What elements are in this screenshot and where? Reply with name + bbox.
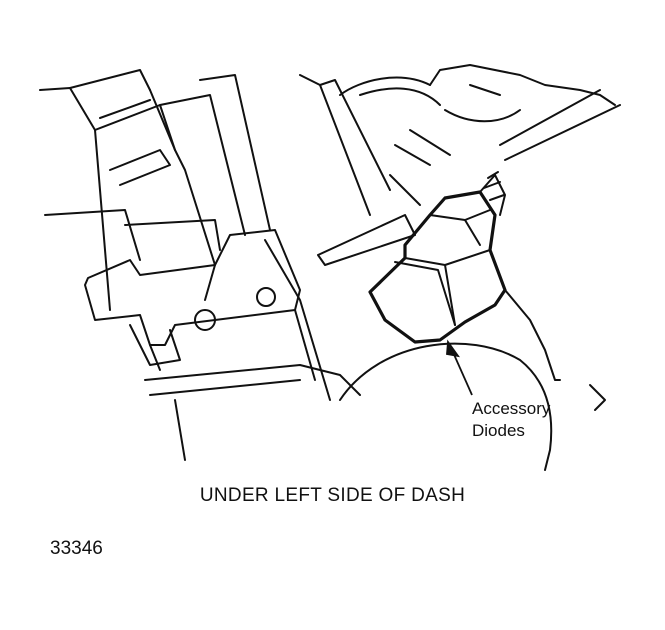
- mounting-hole-right: [256, 287, 276, 307]
- bracket-tab: [317, 214, 416, 266]
- mounting-plate: [84, 229, 301, 371]
- lower-cover: [339, 289, 606, 471]
- callout-label-accessory: Accessory: [472, 399, 551, 418]
- leader-arrow: [446, 339, 473, 396]
- column-bracket: [39, 69, 271, 311]
- dash-panel: [144, 239, 361, 461]
- mounting-hole-left: [194, 309, 216, 331]
- callout-label-diodes: Diodes: [472, 421, 525, 440]
- connector-body: [368, 171, 507, 344]
- wiring-area: [299, 64, 621, 216]
- figure-number: 33346: [50, 538, 103, 559]
- figure-caption: UNDER LEFT SIDE OF DASH: [199, 485, 466, 506]
